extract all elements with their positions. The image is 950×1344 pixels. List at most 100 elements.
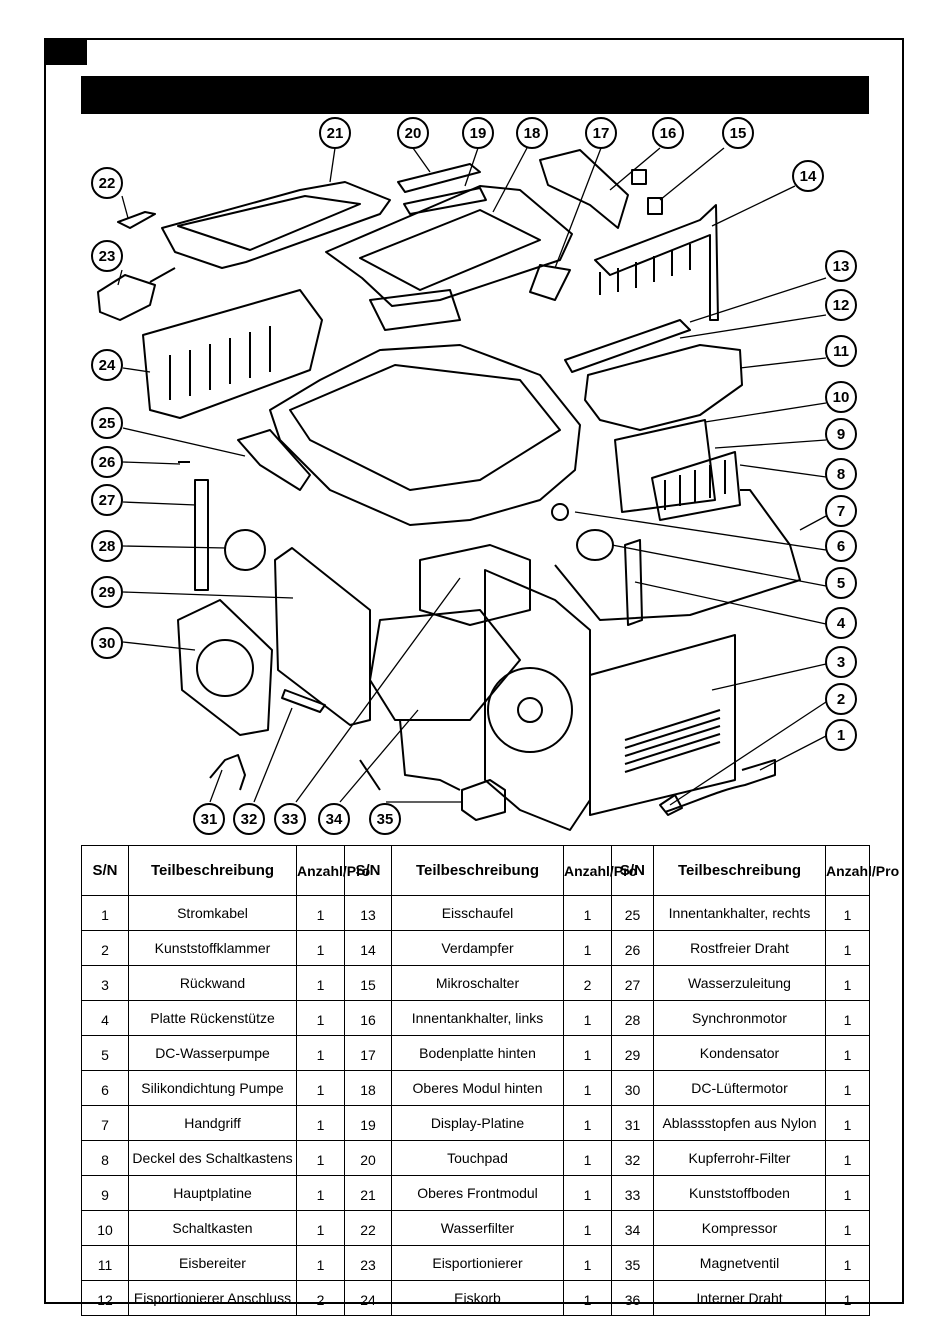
cell-description: Eiskorb — [391, 1280, 564, 1316]
cell-sn: 36 — [611, 1280, 654, 1316]
title-bar — [81, 76, 869, 114]
cell-quantity: 1 — [296, 1105, 345, 1141]
header-sn: S/N — [81, 845, 129, 896]
part-plastic-base — [369, 609, 521, 721]
part-back-panel — [589, 634, 736, 816]
cell-sn: 18 — [344, 1070, 392, 1106]
cell-sn: 23 — [344, 1245, 392, 1281]
cell-quantity: 1 — [563, 1280, 612, 1316]
cell-quantity: 1 — [296, 895, 345, 931]
cell-quantity: 1 — [825, 1105, 870, 1141]
cell-quantity: 1 — [563, 1000, 612, 1036]
cell-description: Eisportionierer — [391, 1245, 564, 1281]
callout-17: 17 — [593, 125, 610, 142]
cell-sn: 27 — [611, 965, 654, 1001]
cell-sn: 31 — [611, 1105, 654, 1141]
exploded-view-diagram: 21 20 19 18 17 16 15 14 13 12 11 10 9 8 … — [91, 117, 857, 835]
cell-description: Kunststoffboden — [653, 1175, 826, 1211]
cell-sn: 26 — [611, 930, 654, 966]
cell-description: Stromkabel — [128, 895, 297, 931]
part-control-box — [614, 419, 716, 513]
cell-description: Rostfreier Draht — [653, 930, 826, 966]
callout-15: 15 — [730, 125, 747, 142]
cell-quantity: 1 — [563, 895, 612, 931]
callout-26: 26 — [99, 454, 116, 471]
cell-sn: 4 — [81, 1000, 129, 1036]
part-main-board — [651, 451, 741, 521]
cell-sn: 10 — [81, 1210, 129, 1246]
part-bottom-rear-plate — [529, 264, 571, 301]
cell-description: Eisbereiter — [128, 1245, 297, 1281]
cell-sn: 30 — [611, 1070, 654, 1106]
cell-quantity: 1 — [825, 1000, 870, 1036]
cell-sn: 11 — [81, 1245, 129, 1281]
cell-quantity: 1 — [825, 1175, 870, 1211]
part-condenser — [274, 547, 371, 726]
callout-6: 6 — [837, 538, 845, 555]
cell-quantity: 1 — [563, 1070, 612, 1106]
cell-quantity: 1 — [563, 1175, 612, 1211]
cell-description: Oberes Modul hinten — [391, 1070, 564, 1106]
cell-quantity: 1 — [296, 1210, 345, 1246]
cell-sn: 17 — [344, 1035, 392, 1071]
header-quantity: Anzahl/Pro — [825, 845, 899, 896]
callout-35: 35 — [377, 811, 394, 828]
cell-description: Ablassstopfen aus Nylon — [653, 1105, 826, 1141]
header-quantity: Anzahl/Pro — [563, 845, 637, 896]
part-back-support-plate — [624, 539, 643, 626]
part-synchronous-motor — [224, 529, 266, 571]
cell-description: Verdampfer — [391, 930, 564, 966]
header-description: Teilbeschreibung — [391, 845, 564, 896]
cell-sn: 35 — [611, 1245, 654, 1281]
cell-description: Oberes Frontmodul — [391, 1175, 564, 1211]
cell-description: Handgriff — [128, 1105, 297, 1141]
cell-sn: 29 — [611, 1035, 654, 1071]
cell-description: Wasserzuleitung — [653, 965, 826, 1001]
cell-sn: 15 — [344, 965, 392, 1001]
part-touchpad — [397, 163, 481, 193]
part-copper-tubing — [359, 719, 461, 791]
callout-8: 8 — [837, 466, 845, 483]
callout-12: 12 — [833, 297, 850, 314]
part-copper-filter — [281, 689, 326, 713]
callout-16: 16 — [660, 125, 677, 142]
cell-quantity: 2 — [563, 965, 612, 1001]
header-description: Teilbeschreibung — [653, 845, 826, 896]
callout-3: 3 — [837, 654, 845, 671]
cell-description: Silikondichtung Pumpe — [128, 1070, 297, 1106]
callout-34: 34 — [326, 811, 343, 828]
callout-13: 13 — [833, 258, 850, 275]
part-evaporator — [594, 204, 719, 321]
cell-sn: 22 — [344, 1210, 392, 1246]
header-description: Teilbeschreibung — [128, 845, 297, 896]
part-main-body — [269, 344, 581, 526]
cell-quantity: 1 — [825, 1140, 870, 1176]
part-pump-seal — [551, 503, 569, 521]
part-ice-scoop — [97, 274, 156, 321]
cell-quantity: 1 — [296, 1000, 345, 1036]
part-rear-wall — [484, 569, 591, 831]
callout-21: 21 — [327, 125, 344, 142]
cell-description: Platte Rückenstütze — [128, 1000, 297, 1036]
cell-sn: 21 — [344, 1175, 392, 1211]
cell-description: Magnetventil — [653, 1245, 826, 1281]
callout-5: 5 — [837, 575, 845, 592]
cell-description: Eisschaufel — [391, 895, 564, 931]
cell-description: DC-Lüftermotor — [653, 1070, 826, 1106]
cell-description: Mikroschalter — [391, 965, 564, 1001]
part-micro-switch — [631, 169, 647, 185]
cell-quantity: 1 — [825, 1070, 870, 1106]
part-water-filter — [117, 211, 156, 229]
cell-quantity: 1 — [825, 1245, 870, 1281]
cell-quantity: 1 — [563, 1245, 612, 1281]
part-handle — [554, 489, 801, 621]
cell-description: Display-Platine — [391, 1105, 564, 1141]
callout-9: 9 — [837, 426, 845, 443]
part-power-cord — [664, 759, 776, 813]
cell-quantity: 2 — [296, 1280, 345, 1316]
